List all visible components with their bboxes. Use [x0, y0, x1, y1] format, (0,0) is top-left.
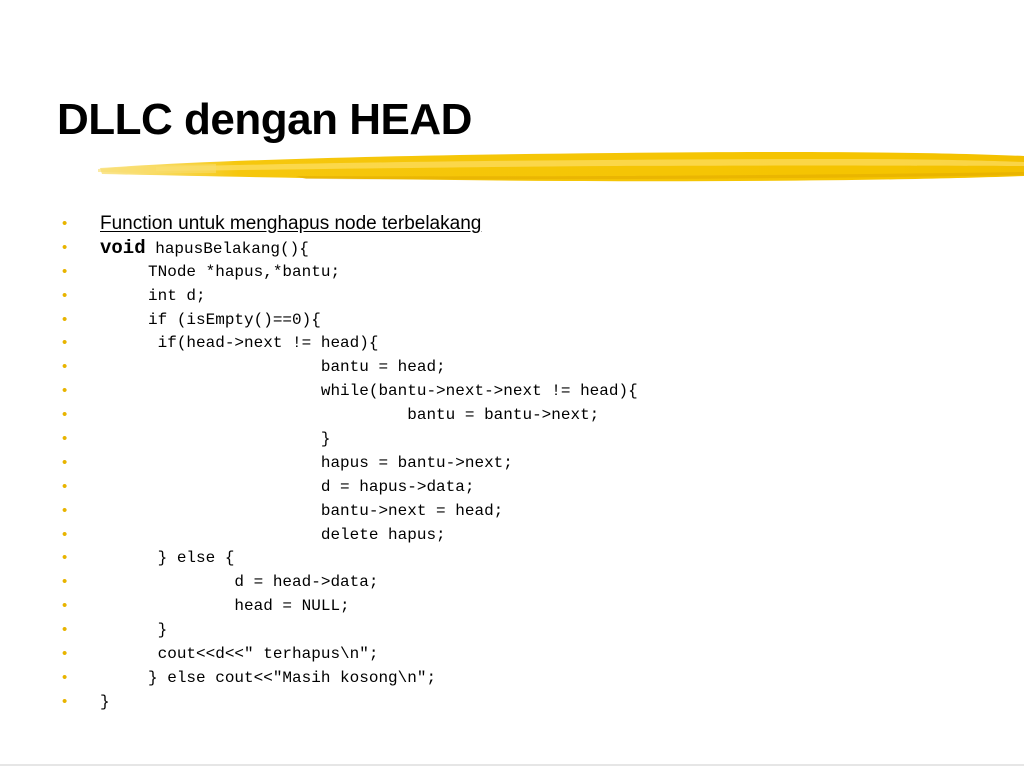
code-line-text: while(bantu->next->next != head){ [100, 382, 638, 401]
bullet-dot: • [62, 501, 68, 519]
code-line-text: void hapusBelakang(){ [100, 236, 309, 261]
code-line-text: d = hapus->data; [100, 477, 475, 496]
bullet-dot: • [62, 668, 68, 686]
code-line-text: bantu->next = head; [100, 501, 504, 520]
slide-title: DLLC dengan HEAD [57, 95, 472, 144]
code-line-text: bantu = bantu->next; [100, 406, 600, 425]
code-line-text: } [100, 621, 168, 640]
code-line-text: } else { [100, 549, 235, 568]
code-line-text: } else cout<<"Masih kosong\n"; [100, 668, 437, 687]
bullet-dot: • [62, 692, 68, 710]
bullet-dot: • [62, 549, 68, 567]
code-line-text: cout<<d<<" terhapus\n"; [100, 645, 379, 664]
code-line: • TNode *hapus,*bantu; [0, 260, 1024, 284]
bullet-dot: • [62, 477, 68, 495]
code-line: • head = NULL; [0, 594, 1024, 618]
bullet-dot: • [62, 334, 68, 352]
code-line-text: if (isEmpty()==0){ [100, 310, 321, 329]
code-line-text: int d; [100, 286, 206, 305]
bullet-dot: • [62, 597, 68, 615]
code-line: • d = hapus->data; [0, 475, 1024, 499]
bullet-dot: • [62, 262, 68, 280]
bullet-dot: • [62, 645, 68, 663]
code-line: • hapus = bantu->next; [0, 451, 1024, 475]
code-line: • delete hapus; [0, 523, 1024, 547]
bullet-dot: • [62, 406, 68, 424]
bullet-dot: • [62, 621, 68, 639]
code-line-body: hapusBelakang(){ [145, 239, 309, 258]
code-line: • } [0, 618, 1024, 642]
code-line-text: head = NULL; [100, 597, 350, 616]
code-line-text: if(head->next != head){ [100, 334, 379, 353]
code-line: •} [0, 690, 1024, 714]
code-line: • bantu = bantu->next; [0, 403, 1024, 427]
bullet-dot: • [62, 430, 68, 448]
bullet-dot: • [62, 215, 68, 232]
code-line: • } else { [0, 546, 1024, 570]
bullet-dot: • [62, 453, 68, 471]
code-line: • bantu = head; [0, 355, 1024, 379]
code-line-text: bantu = head; [100, 358, 446, 377]
bullet-dot: • [62, 238, 68, 256]
code-line-text: TNode *hapus,*bantu; [100, 262, 341, 281]
code-line-text: } [100, 430, 331, 449]
code-line: • if(head->next != head){ [0, 331, 1024, 355]
bullet-dot: • [62, 286, 68, 304]
code-line-text: d = head->data; [100, 573, 379, 592]
code-line: • void hapusBelakang(){ [0, 236, 1024, 260]
code-line: • while(bantu->next->next != head){ [0, 379, 1024, 403]
bullet-dot: • [62, 358, 68, 376]
code-line-text: delete hapus; [100, 525, 446, 544]
code-keyword: void [100, 236, 146, 259]
code-line: • if (isEmpty()==0){ [0, 308, 1024, 332]
code-line: • } [0, 427, 1024, 451]
bullet-list: • Function untuk menghapus node terbelak… [0, 212, 1024, 714]
code-line: • bantu->next = head; [0, 499, 1024, 523]
bullet-dot: • [62, 573, 68, 591]
code-line: • d = head->data; [0, 570, 1024, 594]
code-line-text: } [100, 692, 110, 711]
function-heading: Function untuk menghapus node terbelakan… [100, 213, 482, 234]
bullet-dot: • [62, 382, 68, 400]
highlighter-underline [98, 152, 1024, 182]
code-line: • cout<<d<<" terhapus\n"; [0, 642, 1024, 666]
bullet-dot: • [62, 525, 68, 543]
code-line: • int d; [0, 284, 1024, 308]
list-item: • Function untuk menghapus node terbelak… [0, 212, 1024, 236]
code-line: • } else cout<<"Masih kosong\n"; [0, 666, 1024, 690]
bullet-dot: • [62, 310, 68, 328]
footer-divider [0, 764, 1024, 766]
code-line-text: hapus = bantu->next; [100, 453, 513, 472]
